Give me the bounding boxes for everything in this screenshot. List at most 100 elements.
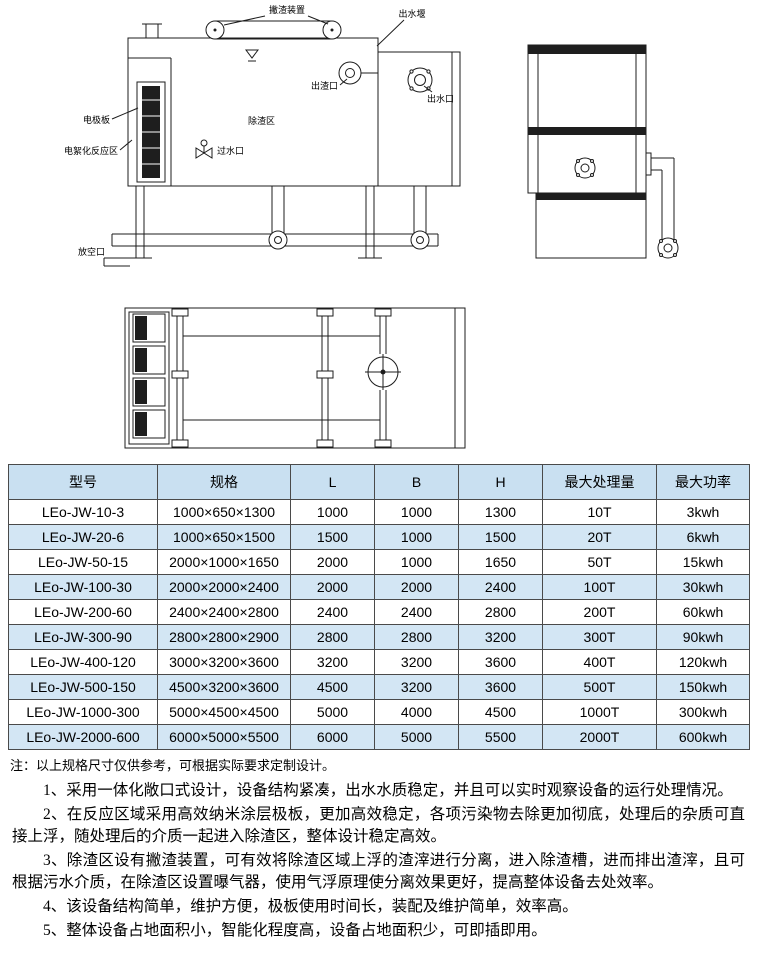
- table-cell: 2400: [458, 574, 543, 600]
- drain-stub: [103, 257, 130, 267]
- table-cell: 5000: [290, 699, 375, 725]
- table-cell: LEo-JW-2000-600: [8, 724, 158, 750]
- table-cell: LEo-JW-100-30: [8, 574, 158, 600]
- skimmer-device-label: 撇渣装置: [269, 4, 305, 15]
- header-l: L: [290, 464, 375, 500]
- feature-paragraph-3: 3、除渣区设有撇渣装置，可有效将除渣区域上浮的渣滓进行分离，进入除渣槽，进而排出…: [12, 852, 745, 891]
- slag-outlet-label: 出渣口: [311, 80, 338, 91]
- table-row: LEo-JW-300-90 2800×2800×2900 2800 2800 3…: [8, 624, 750, 650]
- table-cell: 4500: [290, 674, 375, 700]
- plan-view: [124, 307, 466, 449]
- table-cell: 3600: [458, 674, 543, 700]
- table-cell: 3200: [374, 649, 459, 675]
- water-outlet-label: 出水口: [427, 93, 454, 104]
- elbow-pipe: [645, 152, 679, 259]
- table-cell: 15kwh: [656, 549, 750, 575]
- slag-zone-label: 除渣区: [248, 115, 275, 126]
- outlet-flange: [407, 67, 433, 93]
- table-cell: 3600: [458, 649, 543, 675]
- table-row: LEo-JW-50-15 2000×1000×1650 2000 1000 16…: [8, 549, 750, 575]
- table-row: LEo-JW-10-3 1000×650×1300 1000 1000 1300…: [8, 499, 750, 525]
- table-row: LEo-JW-500-150 4500×3200×3600 4500 3200 …: [8, 674, 750, 700]
- table-cell: 300T: [542, 624, 657, 650]
- table-cell: LEo-JW-20-6: [8, 524, 158, 550]
- table-cell: 1500: [458, 524, 543, 550]
- table-cell: 600kwh: [656, 724, 750, 750]
- table-cell: 4000: [374, 699, 459, 725]
- bottom-pipe: [111, 230, 439, 250]
- table-cell: 1300: [458, 499, 543, 525]
- table-cell: 2400×2400×2800: [157, 599, 291, 625]
- feature-paragraph-1: 1、采用一体化敞口式设计，设备结构紧凑，出水水质稳定，并且可以实时观察设备的运行…: [43, 782, 733, 799]
- table-cell: 120kwh: [656, 649, 750, 675]
- table-cell: 60kwh: [656, 599, 750, 625]
- table-row: LEo-JW-400-120 3000×3200×3600 3200 3200 …: [8, 649, 750, 675]
- table-cell: 2000T: [542, 724, 657, 750]
- table-cell: 150kwh: [656, 674, 750, 700]
- header-power: 最大功率: [656, 464, 750, 500]
- table-cell: 1000: [374, 524, 459, 550]
- table-cell: LEo-JW-300-90: [8, 624, 158, 650]
- table-cell: 6000×5000×5500: [157, 724, 291, 750]
- table-cell: 5000×4500×4500: [157, 699, 291, 725]
- table-cell: 500T: [542, 674, 657, 700]
- table-cell: 10T: [542, 499, 657, 525]
- table-cell: 3000×3200×3600: [157, 649, 291, 675]
- plan-manhole: [365, 354, 401, 390]
- table-cell: 200T: [542, 599, 657, 625]
- table-cell: 4500: [458, 699, 543, 725]
- table-cell: 3200: [458, 624, 543, 650]
- table-cell: LEo-JW-1000-300: [8, 699, 158, 725]
- skimmer-assembly: [205, 20, 342, 40]
- feature-paragraph-5: 5、整体设备占地面积小，智能化程度高，设备占地面积少，可即插即用。: [43, 922, 547, 939]
- header-b: B: [374, 464, 459, 500]
- table-cell: 2800: [290, 624, 375, 650]
- table-row: LEo-JW-1000-300 5000×4500×4500 5000 4000…: [8, 699, 750, 725]
- side-view: [527, 44, 679, 259]
- table-cell: 1500: [290, 524, 375, 550]
- table-cell: 4500×3200×3600: [157, 674, 291, 700]
- table-cell: 90kwh: [656, 624, 750, 650]
- table-cell: 1650: [458, 549, 543, 575]
- table-cell: LEo-JW-200-60: [8, 599, 158, 625]
- table-cell: 5000: [374, 724, 459, 750]
- table-cell: 1000: [374, 549, 459, 575]
- tank-body: [127, 37, 379, 187]
- table-cell: 2800: [374, 624, 459, 650]
- header-h: H: [458, 464, 543, 500]
- table-row: LEo-JW-20-6 1000×650×1500 1500 1000 1500…: [8, 524, 750, 550]
- table-cell: 1000×650×1500: [157, 524, 291, 550]
- table-cell: 3kwh: [656, 499, 750, 525]
- technical-drawing: 撇渣装置 出水堰 出渣口 出水口 电极板 电絮化反应区 除渣区 过水口 放空口: [0, 0, 757, 458]
- table-cell: 30kwh: [656, 574, 750, 600]
- table-cell: 2000×2000×2400: [157, 574, 291, 600]
- table-cell: 1000: [374, 499, 459, 525]
- table-cell: 2000: [290, 549, 375, 575]
- reaction-zone-label: 电絮化反应区: [64, 145, 118, 156]
- table-cell: LEo-JW-500-150: [8, 674, 158, 700]
- table-cell: 6kwh: [656, 524, 750, 550]
- table-cell: LEo-JW-50-15: [8, 549, 158, 575]
- table-cell: 1000: [290, 499, 375, 525]
- table-cell: 300kwh: [656, 699, 750, 725]
- table-cell: 2000×1000×1650: [157, 549, 291, 575]
- table-row: LEo-JW-2000-600 6000×5000×5500 6000 5000…: [8, 724, 750, 750]
- table-cell: 3200: [374, 674, 459, 700]
- plan-electrode-cells: [132, 313, 166, 439]
- notes-section: 注：以上规格尺寸仅供参考，可根据实际要求定制设计。 1、采用一体化敞口式设计，设…: [10, 755, 747, 942]
- table-cell: 100T: [542, 574, 657, 600]
- table-row: LEo-JW-100-30 2000×2000×2400 2000 2000 2…: [8, 574, 750, 600]
- table-cell: 20T: [542, 524, 657, 550]
- feature-paragraph-4: 4、该设备结构简单，维护方便，极板使用时间长，装配及维护简单，效率高。: [43, 898, 578, 915]
- table-header-row: 型号 规格 L B H 最大处理量 最大功率: [8, 464, 750, 500]
- header-capacity: 最大处理量: [542, 464, 657, 500]
- header-spec: 规格: [157, 464, 291, 500]
- table-cell: LEo-JW-400-120: [8, 649, 158, 675]
- table-cell: 400T: [542, 649, 657, 675]
- table-cell: 50T: [542, 549, 657, 575]
- front-view: 撇渣装置 出水堰 出渣口 出水口 电极板 电絮化反应区 除渣区 过水口 放空口: [64, 4, 461, 267]
- spec-disclaimer: 注：以上规格尺寸仅供参考，可根据实际要求定制设计。: [10, 758, 336, 773]
- table-row: LEo-JW-200-60 2400×2400×2800 2400 2400 2…: [8, 599, 750, 625]
- table-cell: 3200: [290, 649, 375, 675]
- table-cell: 2400: [290, 599, 375, 625]
